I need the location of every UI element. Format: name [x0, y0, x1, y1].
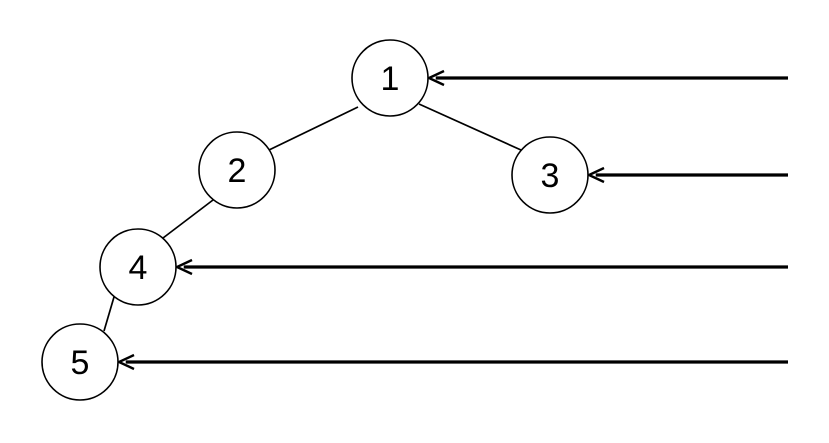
arrow-head-icon — [426, 69, 445, 87]
incoming-arrow-to-node-3 — [586, 166, 788, 184]
node-label: 1 — [381, 60, 400, 98]
incoming-arrows-group — [116, 69, 788, 371]
incoming-arrow-to-node-1 — [426, 69, 788, 87]
tree-edge-2-to-1 — [268, 106, 359, 151]
tree-edge-1-to-3 — [418, 103, 522, 151]
tree-node-3[interactable]: 3 — [511, 136, 589, 214]
tree-edge-4-to-5 — [103, 296, 115, 332]
nodes-group: 1 2 3 4 5 — [41, 39, 589, 401]
node-label: 4 — [129, 249, 148, 287]
tree-node-4[interactable]: 4 — [99, 228, 177, 306]
node-circle[interactable] — [351, 39, 429, 117]
tree-node-1[interactable]: 1 — [351, 39, 429, 117]
node-label: 3 — [541, 157, 560, 195]
node-circle[interactable] — [511, 136, 589, 214]
node-circle[interactable] — [99, 228, 177, 306]
tree-node-5[interactable]: 5 — [41, 323, 119, 401]
node-label: 5 — [71, 344, 90, 382]
arrow-head-icon — [116, 353, 135, 371]
tree-edge-2-to-4 — [162, 199, 214, 239]
incoming-arrow-to-node-5 — [116, 353, 788, 371]
tree-edges-group — [103, 103, 522, 332]
arrow-head-icon — [174, 258, 193, 276]
node-circle[interactable] — [198, 131, 276, 209]
arrow-head-icon — [586, 166, 605, 184]
incoming-arrow-to-node-4 — [174, 258, 788, 276]
node-label: 2 — [228, 152, 247, 190]
tree-node-2[interactable]: 2 — [198, 131, 276, 209]
node-circle[interactable] — [41, 323, 119, 401]
